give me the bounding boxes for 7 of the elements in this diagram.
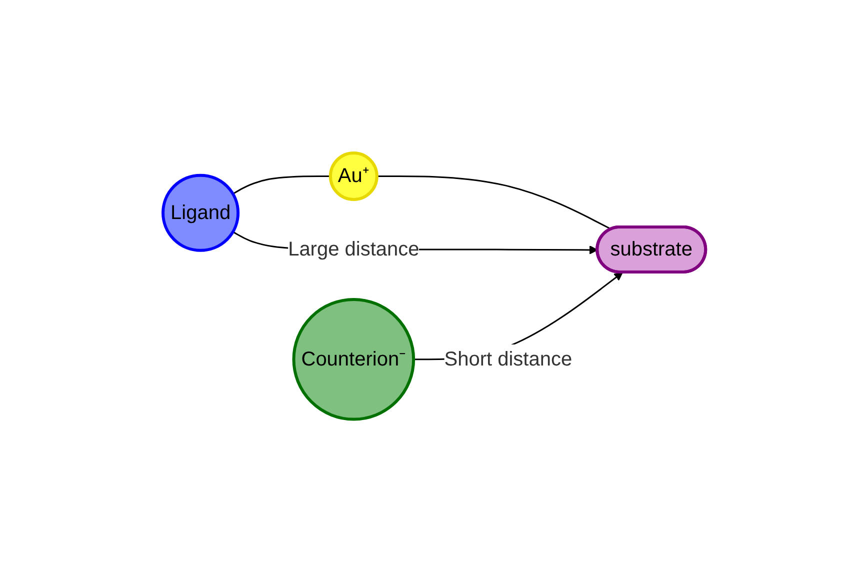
node-circle: Au⁺ [328,151,378,201]
node-circle: Ligand [161,174,240,252]
node-circle: Counterion⁻ [292,298,415,421]
edge-label: Large distance [288,238,419,260]
connector [232,175,330,194]
connector [376,175,612,230]
edge-label: Short distance [444,348,572,370]
